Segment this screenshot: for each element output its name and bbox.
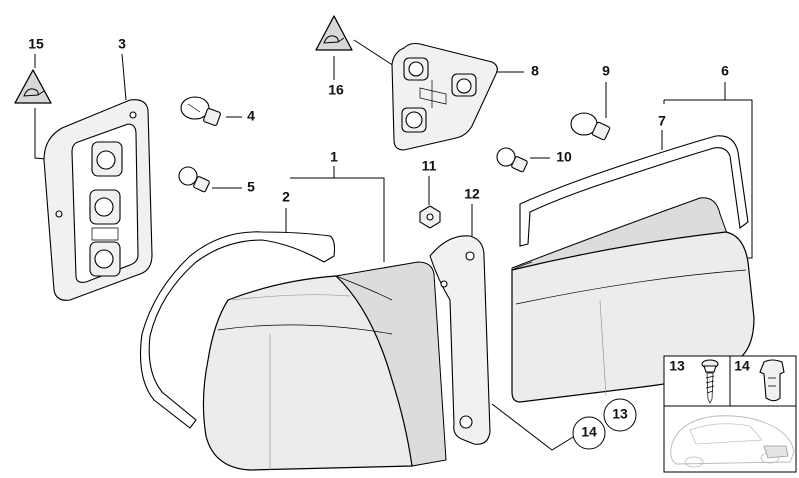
callout-14: 14 xyxy=(581,424,597,440)
callout-13: 13 xyxy=(669,358,685,374)
callout-6: 6 xyxy=(721,63,729,79)
bulb-carrier-right xyxy=(391,42,498,151)
callout-14: 14 xyxy=(734,358,750,374)
callout-5: 5 xyxy=(247,179,255,195)
bulb-carrier-left xyxy=(43,99,153,301)
reference-circle-13 xyxy=(603,398,637,432)
bulb-icon xyxy=(496,147,528,173)
callout-9: 9 xyxy=(602,63,610,79)
bulb-warning-triangle-icon xyxy=(315,15,353,51)
reference-circle-14 xyxy=(572,416,606,450)
callout-12: 12 xyxy=(464,186,480,202)
gasket-left xyxy=(139,231,336,429)
mounting-bracket xyxy=(429,235,491,445)
callout-1: 1 xyxy=(330,149,338,165)
callout-10: 10 xyxy=(556,149,572,165)
clip-nut-icon xyxy=(759,359,785,402)
callout-7: 7 xyxy=(658,113,666,129)
callout-13: 13 xyxy=(612,406,628,422)
car-location-icon xyxy=(670,415,795,468)
callout-3: 3 xyxy=(118,36,126,52)
inset-panel xyxy=(663,355,797,473)
callout-16: 16 xyxy=(328,82,344,98)
callout-4: 4 xyxy=(247,108,255,124)
bulb-icon xyxy=(570,112,611,141)
callout-8: 8 xyxy=(531,63,539,79)
nut-icon xyxy=(419,205,441,229)
gasket-right xyxy=(519,135,749,247)
callout-2: 2 xyxy=(282,189,290,205)
bulb-icon xyxy=(180,96,221,126)
tail-lamp-left xyxy=(202,261,447,471)
bulb-warning-triangle-icon xyxy=(14,69,52,104)
bulb-icon xyxy=(178,166,210,193)
screw-icon xyxy=(701,359,719,404)
callout-11: 11 xyxy=(422,158,437,174)
callout-15: 15 xyxy=(28,36,44,52)
